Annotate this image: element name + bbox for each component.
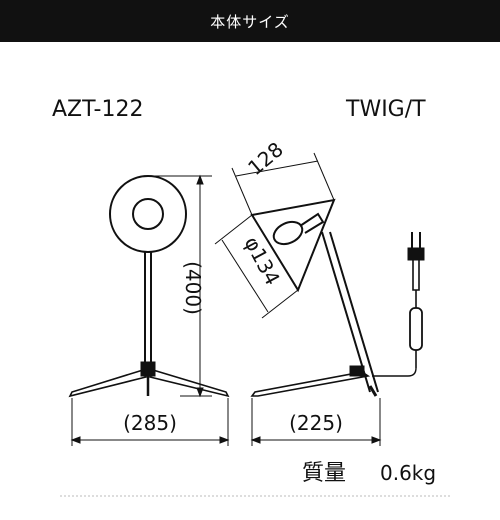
cord-switch	[409, 307, 423, 351]
front-leg-left	[68, 369, 148, 398]
front-hub	[140, 361, 156, 377]
model-left-label: AZT-122	[52, 97, 143, 122]
side-view-lamp	[250, 198, 379, 397]
weight-value: 0.6kg	[380, 461, 436, 485]
shade-diameter-label: φ134	[240, 232, 285, 289]
header-title: 本体サイズ	[210, 13, 290, 31]
front-leg-right	[148, 369, 230, 398]
front-shade-outer	[109, 175, 187, 253]
side-base	[250, 371, 371, 397]
shade-diameter-dimension	[214, 214, 299, 319]
model-right-label: TWIG/T	[345, 97, 426, 122]
front-width-dimension	[70, 398, 230, 446]
height-dimension	[148, 174, 212, 398]
side-bulb-icon	[272, 220, 304, 246]
side-width-dimension	[250, 398, 382, 446]
side-hub	[349, 365, 365, 377]
page-header: 本体サイズ	[0, 0, 500, 42]
side-width-label: (225)	[289, 411, 343, 435]
weight-label: 質量	[302, 461, 346, 486]
side-shade	[250, 198, 336, 293]
dimension-drawing: AZT-122 TWIG/T (400) (285)	[52, 97, 450, 497]
shade-length-dimension	[231, 152, 335, 216]
height-dimension-label: (400)	[181, 261, 205, 315]
front-view-lamp	[68, 175, 230, 398]
front-width-label: (285)	[123, 411, 177, 435]
front-shade-inner	[132, 198, 164, 230]
power-plug-icon	[372, 232, 425, 377]
side-arm	[321, 231, 371, 393]
